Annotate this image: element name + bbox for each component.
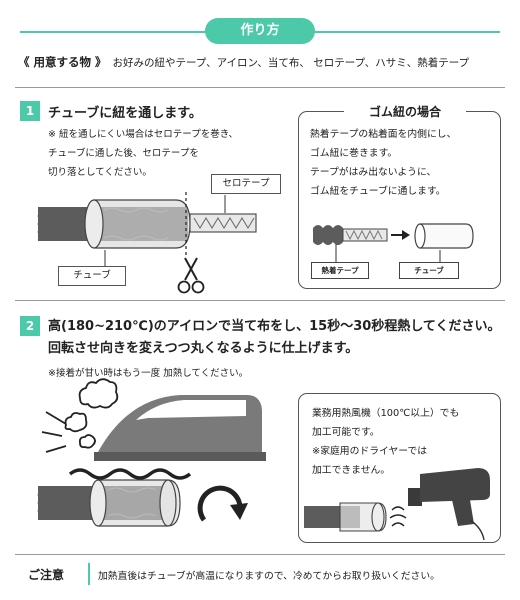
- speed-lines: [41, 411, 67, 453]
- heat-gun-box: [298, 393, 501, 543]
- step1-number: 1: [20, 101, 40, 121]
- rubber-box-line: テープがはみ出ないように、: [310, 167, 437, 178]
- label-tube: チューブ: [58, 266, 126, 286]
- divider: [15, 554, 505, 555]
- rubber-box-title: ゴム紐の場合: [344, 103, 466, 120]
- heat-gun-box-text: 業務用熱風機（100℃以上）でも 加工可能です。 ※家庭用のドライヤーでは 加工…: [312, 404, 459, 480]
- steam-icon: [64, 378, 119, 449]
- step1-note-line: 切り落としてください。: [48, 167, 152, 178]
- step2-title-line: 高(180~210℃)のアイロンで当て布をし、15秒～30秒程熱してください。: [48, 319, 501, 334]
- rubber-box-line: 熱着テープの粘着面を内側にし、: [310, 129, 457, 140]
- section-title: 作り方: [205, 18, 315, 44]
- heat-gun-tube: [339, 502, 387, 532]
- caution-text: 加熱直後はチューブが高温になりますので、冷めてからお取り扱いください。: [98, 571, 440, 582]
- step2-title: 高(180~210℃)のアイロンで当て布をし、15秒～30秒程熱してください。 …: [48, 316, 518, 360]
- label-tube-small: チューブ: [399, 262, 459, 279]
- rotate-icon: [197, 485, 248, 522]
- step2-number: 2: [20, 316, 40, 336]
- rubber-rope-illustration: [313, 225, 388, 245]
- hot-air-icon: [389, 506, 407, 527]
- step1-note-line: チューブに通した後、セロテープを: [48, 148, 199, 159]
- materials-line: 《 用意する物 》お好みの紐やテープ、アイロン、当て布、 セロテープ、ハサミ、熱…: [18, 54, 508, 70]
- step2-note: ※接着が甘い時はもう一度 加熱してください。: [48, 368, 249, 379]
- heat-gun-box-line: 加工可能です。: [312, 427, 380, 438]
- divider: [15, 300, 505, 301]
- tube-illustration: [84, 199, 191, 249]
- caution-accent-bar: [88, 563, 90, 585]
- heat-gun-icon: [408, 468, 490, 541]
- iron-icon: [94, 395, 266, 461]
- small-tube-illustration: [414, 223, 474, 249]
- heat-gun-box-line: ※家庭用のドライヤーでは: [312, 446, 428, 457]
- step1-title: チューブに紐を通します。: [48, 106, 202, 121]
- caution-label: ご注意: [28, 568, 65, 582]
- scissors-icon: [177, 257, 205, 294]
- divider: [15, 87, 505, 88]
- cloth-wave: [68, 468, 192, 480]
- tube-step2: [89, 479, 181, 527]
- tape-end-illustration: [189, 213, 257, 233]
- rubber-box-line: ゴム紐をチューブに通します。: [310, 186, 446, 197]
- step2-title-line: 回転させ向きを変えつつ丸くなるように仕上げます。: [48, 341, 359, 356]
- step1-note-line: ※ 紐を通しにくい場合はセロテープを巻き、: [48, 129, 239, 140]
- heat-gun-box-line: 加工できません。: [312, 465, 391, 476]
- materials-items: お好みの紐やテープ、アイロン、当て布、 セロテープ、ハサミ、熱着テープ: [112, 57, 470, 69]
- label-heat-tape: 熱着テープ: [311, 262, 369, 279]
- rubber-box-line: ゴム紐に巻きます。: [310, 148, 398, 159]
- heat-gun-box-line: 業務用熱風機（100℃以上）でも: [312, 408, 460, 419]
- materials-label: 《 用意する物 》: [18, 55, 107, 69]
- rubber-box-text: 熱着テープの粘着面を内側にし、 ゴム紐に巻きます。 テープがはみ出ないように、 …: [310, 125, 456, 201]
- step1-note: ※ 紐を通しにくい場合はセロテープを巻き、 チューブに通した後、セロテープを 切…: [48, 125, 238, 182]
- arrow-right-icon: [391, 230, 410, 240]
- label-cellophane-tape: セロテープ: [211, 174, 281, 194]
